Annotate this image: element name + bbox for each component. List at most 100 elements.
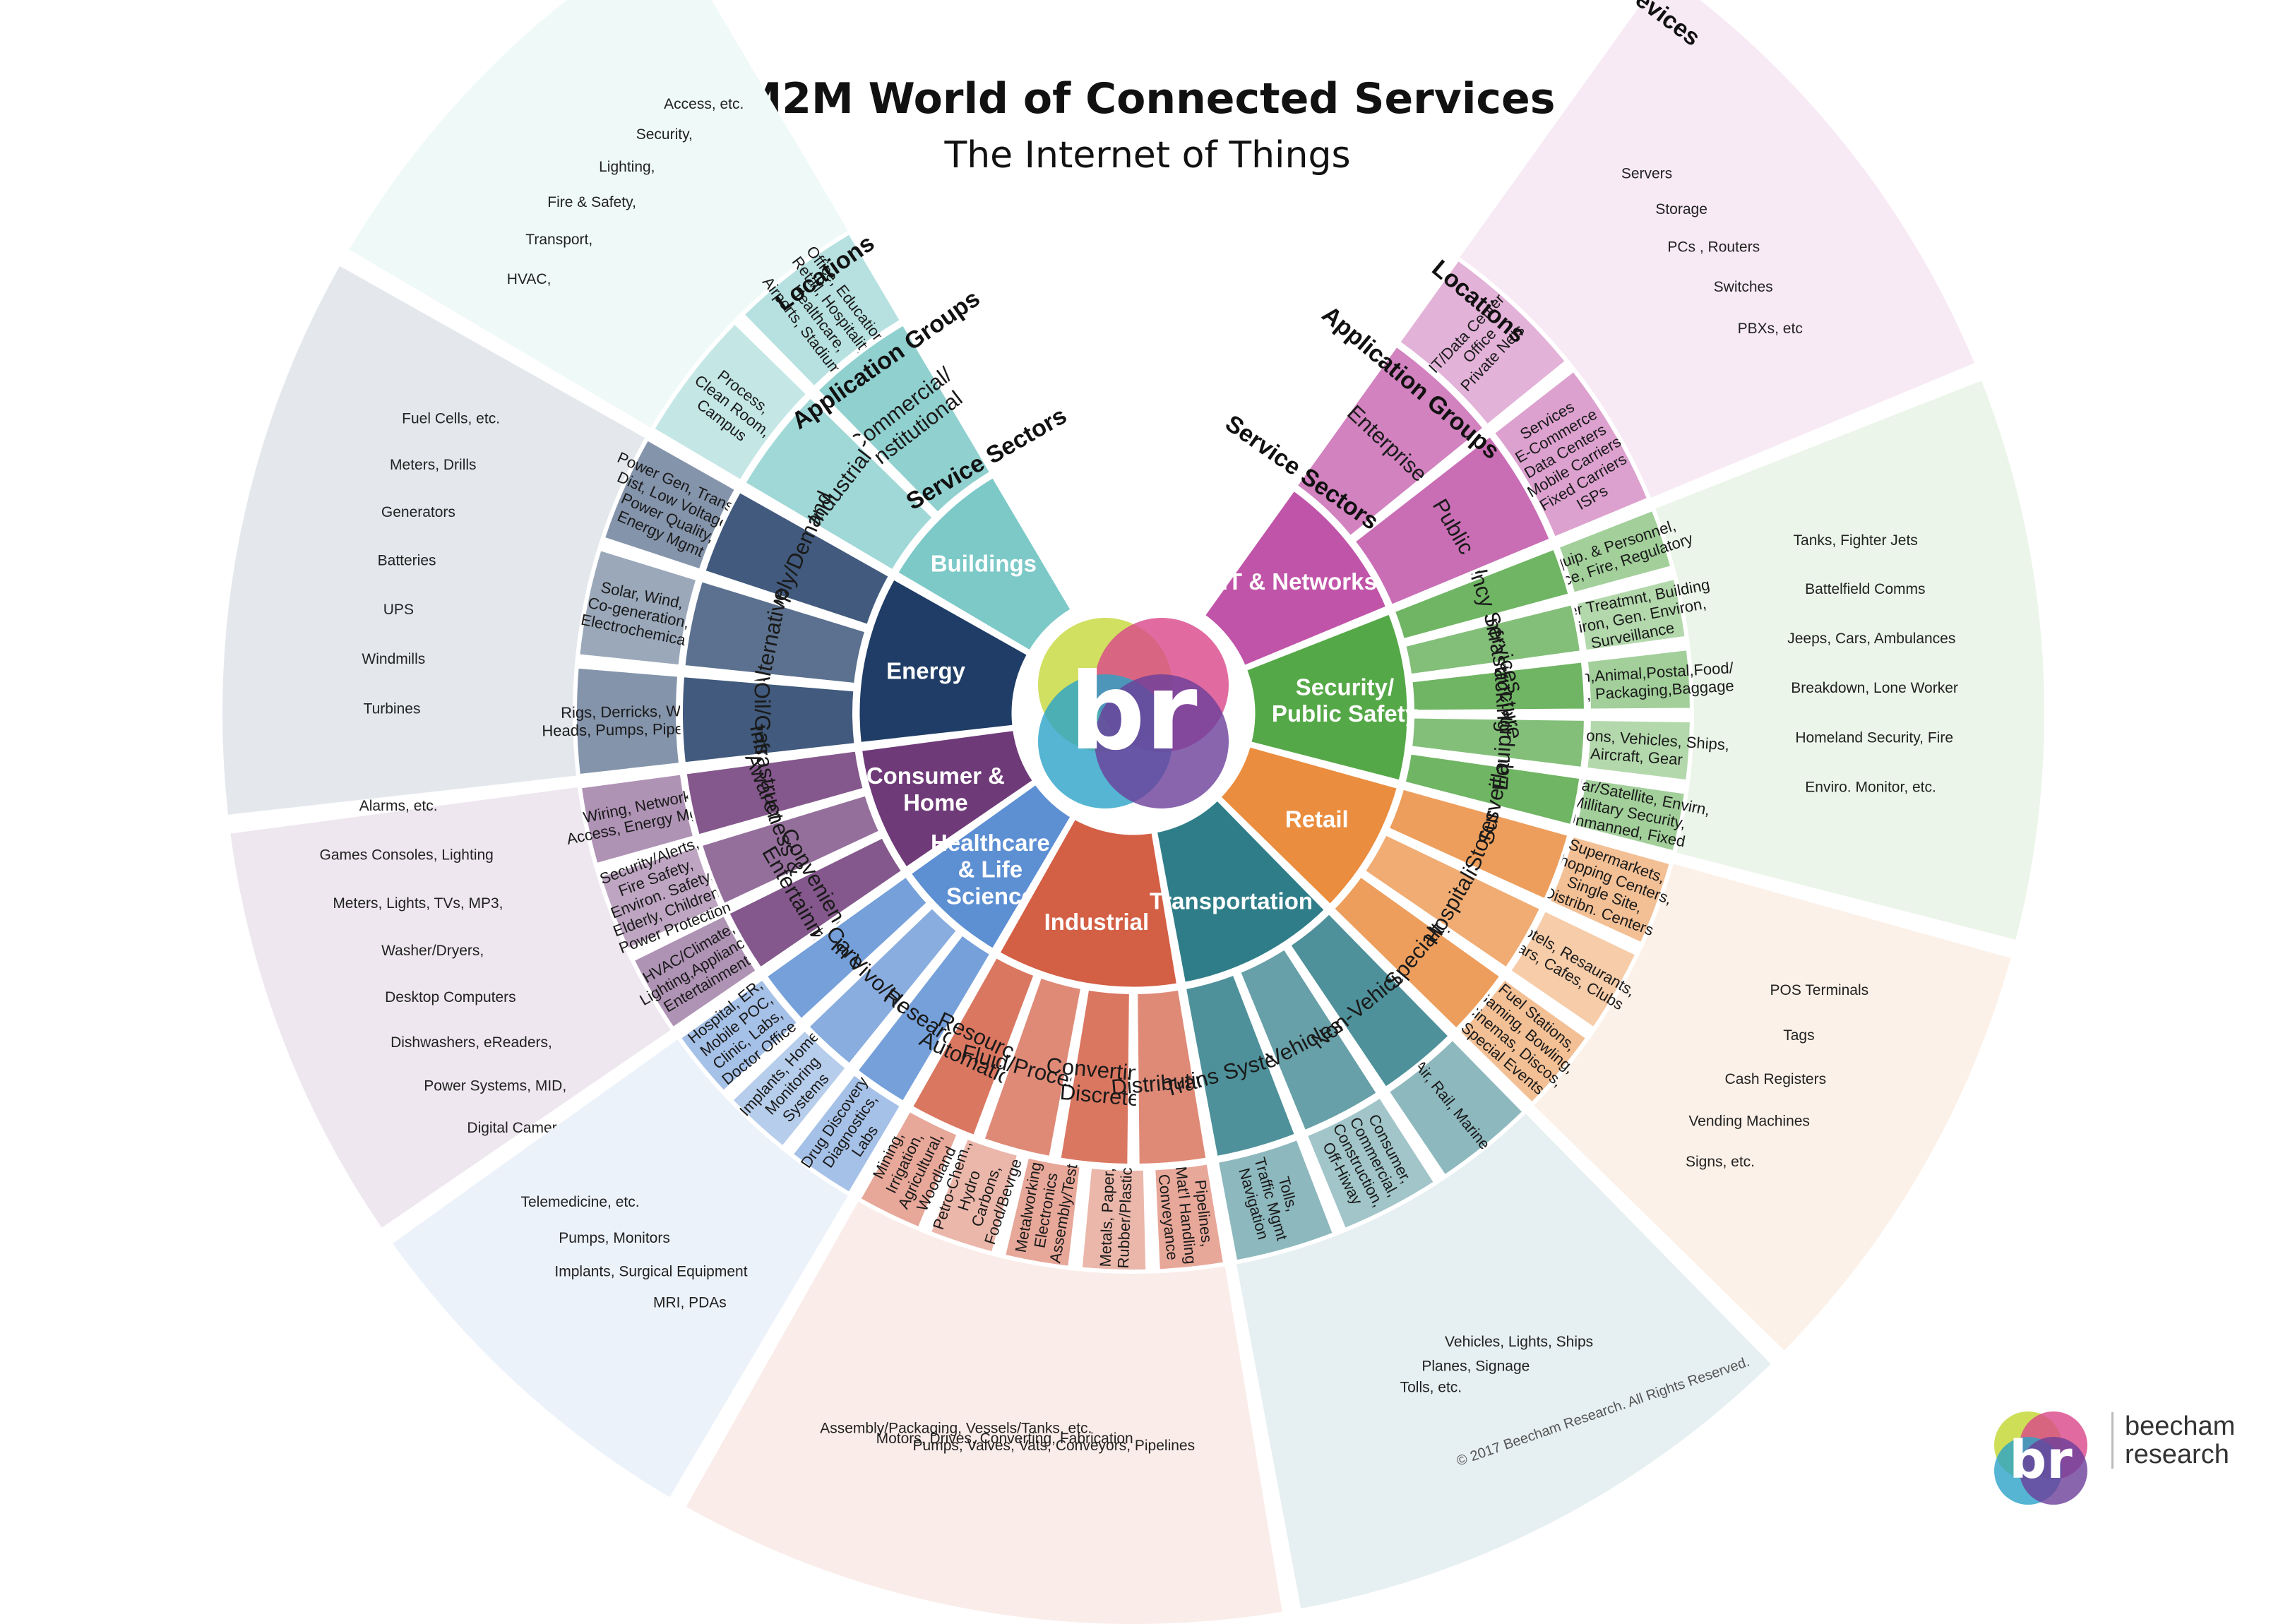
- devices-band-buildings: [349, 0, 848, 428]
- devices-band-energy: [222, 265, 645, 815]
- device-item-buildings: Access, etc.: [664, 96, 744, 112]
- group-security-2[interactable]: [1409, 659, 1587, 713]
- location-label-industrial-line: Metals, Paper,: [1097, 1167, 1118, 1267]
- group-healthcare-1[interactable]: [806, 904, 960, 1067]
- device-item-it_networks: PBXs, etc: [1738, 321, 1803, 337]
- device-item-healthcare: Pumps, Monitors: [559, 1230, 670, 1246]
- group-retail-2[interactable]: [1385, 787, 1570, 902]
- group-industrial-3[interactable]: [1135, 987, 1209, 1166]
- device-item-energy: Fuel Cells, etc.: [402, 410, 500, 426]
- device-item-retail: Vending Machines: [1688, 1113, 1810, 1130]
- sector-consumer_home[interactable]: [858, 727, 1037, 871]
- sector-industrial[interactable]: [996, 815, 1181, 991]
- group-energy-2[interactable]: [680, 674, 857, 765]
- location-industrial-0: [857, 1109, 960, 1230]
- group-transportation-1[interactable]: [1237, 946, 1380, 1133]
- sector-label-retail: Retail: [1285, 806, 1349, 832]
- sector-buildings[interactable]: [893, 473, 1075, 655]
- group-healthcare-0[interactable]: [763, 873, 930, 1022]
- device-item-consumer_home: Alarms, etc.: [359, 798, 438, 814]
- sector-label-it_networks: IT & Networks: [1222, 568, 1377, 595]
- group-transportation-0[interactable]: [1183, 972, 1298, 1159]
- location-retail-0: [1457, 977, 1590, 1106]
- devices-band-security: [1655, 381, 2044, 940]
- device-item-security: Enviro. Monitor, etc.: [1805, 780, 1936, 796]
- group-retail-0[interactable]: [1331, 873, 1503, 1032]
- group-energy-1[interactable]: [682, 578, 868, 686]
- sector-label-security: Security/Public Safety: [1272, 674, 1419, 727]
- device-item-it_networks: Switches: [1714, 279, 1773, 295]
- devices-band-retail: [1534, 864, 2011, 1351]
- sector-label-consumer_home-line: Home: [903, 789, 968, 816]
- sector-label-it_networks-line: IT & Networks: [1222, 568, 1377, 595]
- device-item-energy: UPS: [383, 602, 414, 618]
- location-consumer_home-1: [597, 844, 722, 952]
- sector-healthcare[interactable]: [907, 780, 1075, 953]
- location-transportation-2: [1385, 1037, 1526, 1178]
- sector-it_networks[interactable]: [1200, 486, 1390, 669]
- devices-band-it_networks: [1460, 0, 1974, 498]
- sector-energy[interactable]: [856, 575, 1032, 746]
- group-buildings-1[interactable]: [742, 395, 936, 573]
- devices-band-healthcare: [393, 1039, 848, 1498]
- group-industrial-1[interactable]: [981, 974, 1084, 1159]
- device-item-retail: Cash Registers: [1725, 1071, 1827, 1087]
- device-item-retail: Signs, etc.: [1686, 1154, 1755, 1170]
- sector-label-buildings-line: Buildings: [931, 550, 1037, 576]
- group-healthcare-2[interactable]: [854, 932, 994, 1104]
- location-energy-2: [574, 665, 682, 777]
- location-healthcare-2: [789, 1072, 903, 1195]
- beecham-logo-icon: br: [1994, 1411, 2087, 1505]
- device-item-energy: Turbines: [364, 700, 421, 717]
- location-healthcare-1: [729, 1027, 849, 1150]
- application-groups-ring: Commercial/InstitutionalIndustrialSupply…: [680, 322, 1587, 1166]
- location-healthcare-0: [677, 977, 801, 1094]
- sector-label-retail-line: Retail: [1285, 806, 1349, 832]
- sector-label-energy-line: Energy: [886, 658, 966, 684]
- group-buildings-0[interactable]: [815, 322, 994, 515]
- device-item-healthcare: MRI, PDAs: [653, 1294, 727, 1310]
- device-item-transportation: Planes, Signage: [1421, 1358, 1530, 1374]
- group-transportation-2[interactable]: [1287, 911, 1452, 1090]
- group-energy-0[interactable]: [702, 489, 892, 628]
- sector-label-industrial: Industrial: [1044, 909, 1150, 935]
- location-it_networks-0: [1491, 368, 1650, 540]
- center-logo-blob: [1095, 674, 1229, 808]
- group-security-0[interactable]: [1402, 751, 1582, 828]
- group-consumer_home-1[interactable]: [699, 792, 882, 907]
- group-security-3[interactable]: [1402, 602, 1583, 677]
- group-it_networks-0[interactable]: [1352, 434, 1553, 608]
- device-item-consumer_home: Desktop Computers: [385, 989, 516, 1005]
- group-retail-1[interactable]: [1361, 832, 1543, 971]
- sector-label-consumer_home: Consumer &Home: [866, 763, 1005, 816]
- devices-ring: HVAC,Transport,Fire & Safety,Lighting,Se…: [222, 0, 2044, 1624]
- device-item-it_networks: PCs , Routers: [1667, 239, 1760, 255]
- sector-security[interactable]: [1243, 610, 1411, 784]
- device-item-security: Homeland Security, Fire: [1795, 729, 1953, 746]
- location-label-industrial-line: Rubber/Plastic: [1114, 1167, 1135, 1269]
- devices-band-transportation: [1236, 1113, 1771, 1608]
- location-label-energy-line: Rigs, Derricks, Well: [561, 702, 696, 722]
- location-label-it_networks: ServicesE-CommerceData CentersMobile Car…: [1497, 386, 1642, 532]
- device-item-buildings: Transport,: [525, 232, 592, 248]
- center-logo: br: [1020, 600, 1246, 826]
- device-item-security: Jeeps, Cars, Ambulances: [1787, 631, 1955, 647]
- group-security-4[interactable]: [1392, 546, 1572, 642]
- group-industrial-0[interactable]: [910, 955, 1037, 1138]
- brand-line-1: beecham: [2125, 1411, 2236, 1441]
- sector-transportation[interactable]: [1153, 796, 1329, 986]
- device-item-buildings: Security,: [636, 126, 693, 143]
- group-consumer_home-2[interactable]: [726, 835, 905, 971]
- device-item-buildings: Fire & Safety,: [547, 194, 636, 210]
- location-transportation-1: [1304, 1094, 1437, 1231]
- device-item-energy: Generators: [381, 504, 455, 520]
- group-consumer_home-0[interactable]: [684, 748, 866, 838]
- sector-label-transportation-line: Transportation: [1150, 888, 1313, 914]
- device-item-industrial: Assembly/Packaging, Vessels/Tanks, etc.: [820, 1421, 1092, 1437]
- sector-label-consumer_home-line: Consumer &: [866, 763, 1005, 789]
- sector-retail[interactable]: [1216, 743, 1401, 909]
- group-it_networks-1[interactable]: [1294, 343, 1486, 539]
- group-industrial-2[interactable]: [1058, 987, 1132, 1166]
- group-security-1[interactable]: [1409, 715, 1587, 770]
